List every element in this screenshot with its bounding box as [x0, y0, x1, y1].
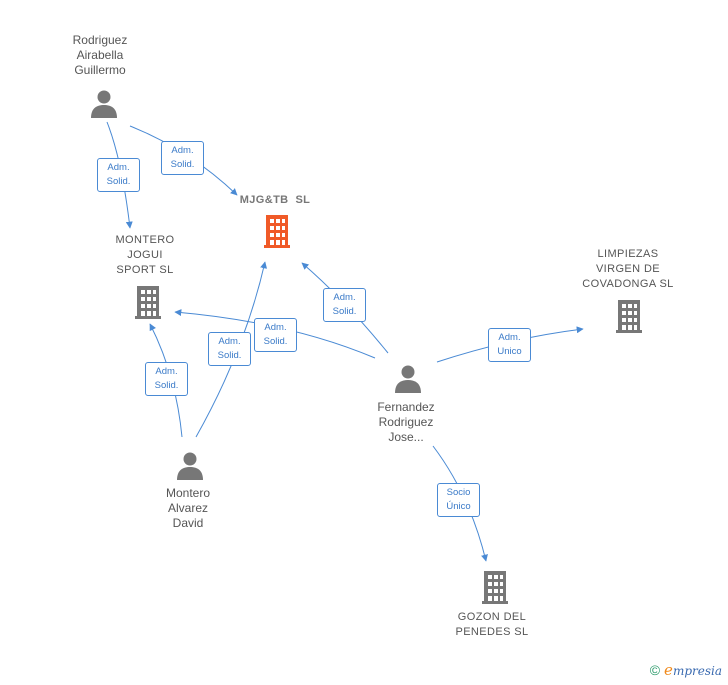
building-icon[interactable]: [616, 300, 642, 333]
node-label-gozon[interactable]: GOZON DEL PENEDES SL: [455, 611, 529, 638]
person-icon[interactable]: [177, 452, 203, 481]
node-label-montero-alvarez[interactable]: Montero Alvarez David: [165, 486, 211, 530]
node-label-fernandez[interactable]: Fernandez Rodriguez Jose...: [377, 400, 435, 444]
person-icon[interactable]: [395, 365, 421, 394]
node-label-limpiezas[interactable]: LIMPIEZAS VIRGEN DE COVADONGA SL: [582, 248, 674, 290]
copyright-symbol: ©: [649, 662, 661, 678]
edge-label-fernandez-mjgtb[interactable]: Adm. Solid.: [323, 288, 366, 322]
brand-initial: e: [664, 661, 673, 679]
node-label-rodriguez[interactable]: Rodriguez Airabella Guillermo: [72, 33, 128, 77]
brand-logo[interactable]: ©empresia: [650, 661, 722, 679]
building-icon[interactable]: [135, 286, 161, 319]
edge-label-montero-alvarez-mjgtb[interactable]: Adm. Solid.: [208, 332, 251, 366]
edge-label-fernandez-gozon[interactable]: Socio Único: [437, 483, 480, 517]
building-icon[interactable]: [482, 571, 508, 604]
edge-label-rodriguez-mjgtb[interactable]: Adm. Solid.: [161, 141, 204, 175]
edge-label-fernandez-limpiezas[interactable]: Adm. Unico: [488, 328, 531, 362]
edge-label-fernandez-montero-jogui[interactable]: Adm. Solid.: [254, 318, 297, 352]
building-icon[interactable]: [264, 215, 290, 248]
node-label-montero-jogui[interactable]: MONTERO JOGUI SPORT SL: [115, 234, 175, 276]
node-label-mjgtb[interactable]: MJG&TB SL: [239, 194, 311, 206]
edge-label-rodriguez-montero-jogui[interactable]: Adm. Solid.: [97, 158, 140, 192]
edge-label-montero-alvarez-montero-jogui[interactable]: Adm. Solid.: [145, 362, 188, 396]
person-icon[interactable]: [91, 90, 117, 119]
brand-name: mpresia: [672, 664, 722, 678]
